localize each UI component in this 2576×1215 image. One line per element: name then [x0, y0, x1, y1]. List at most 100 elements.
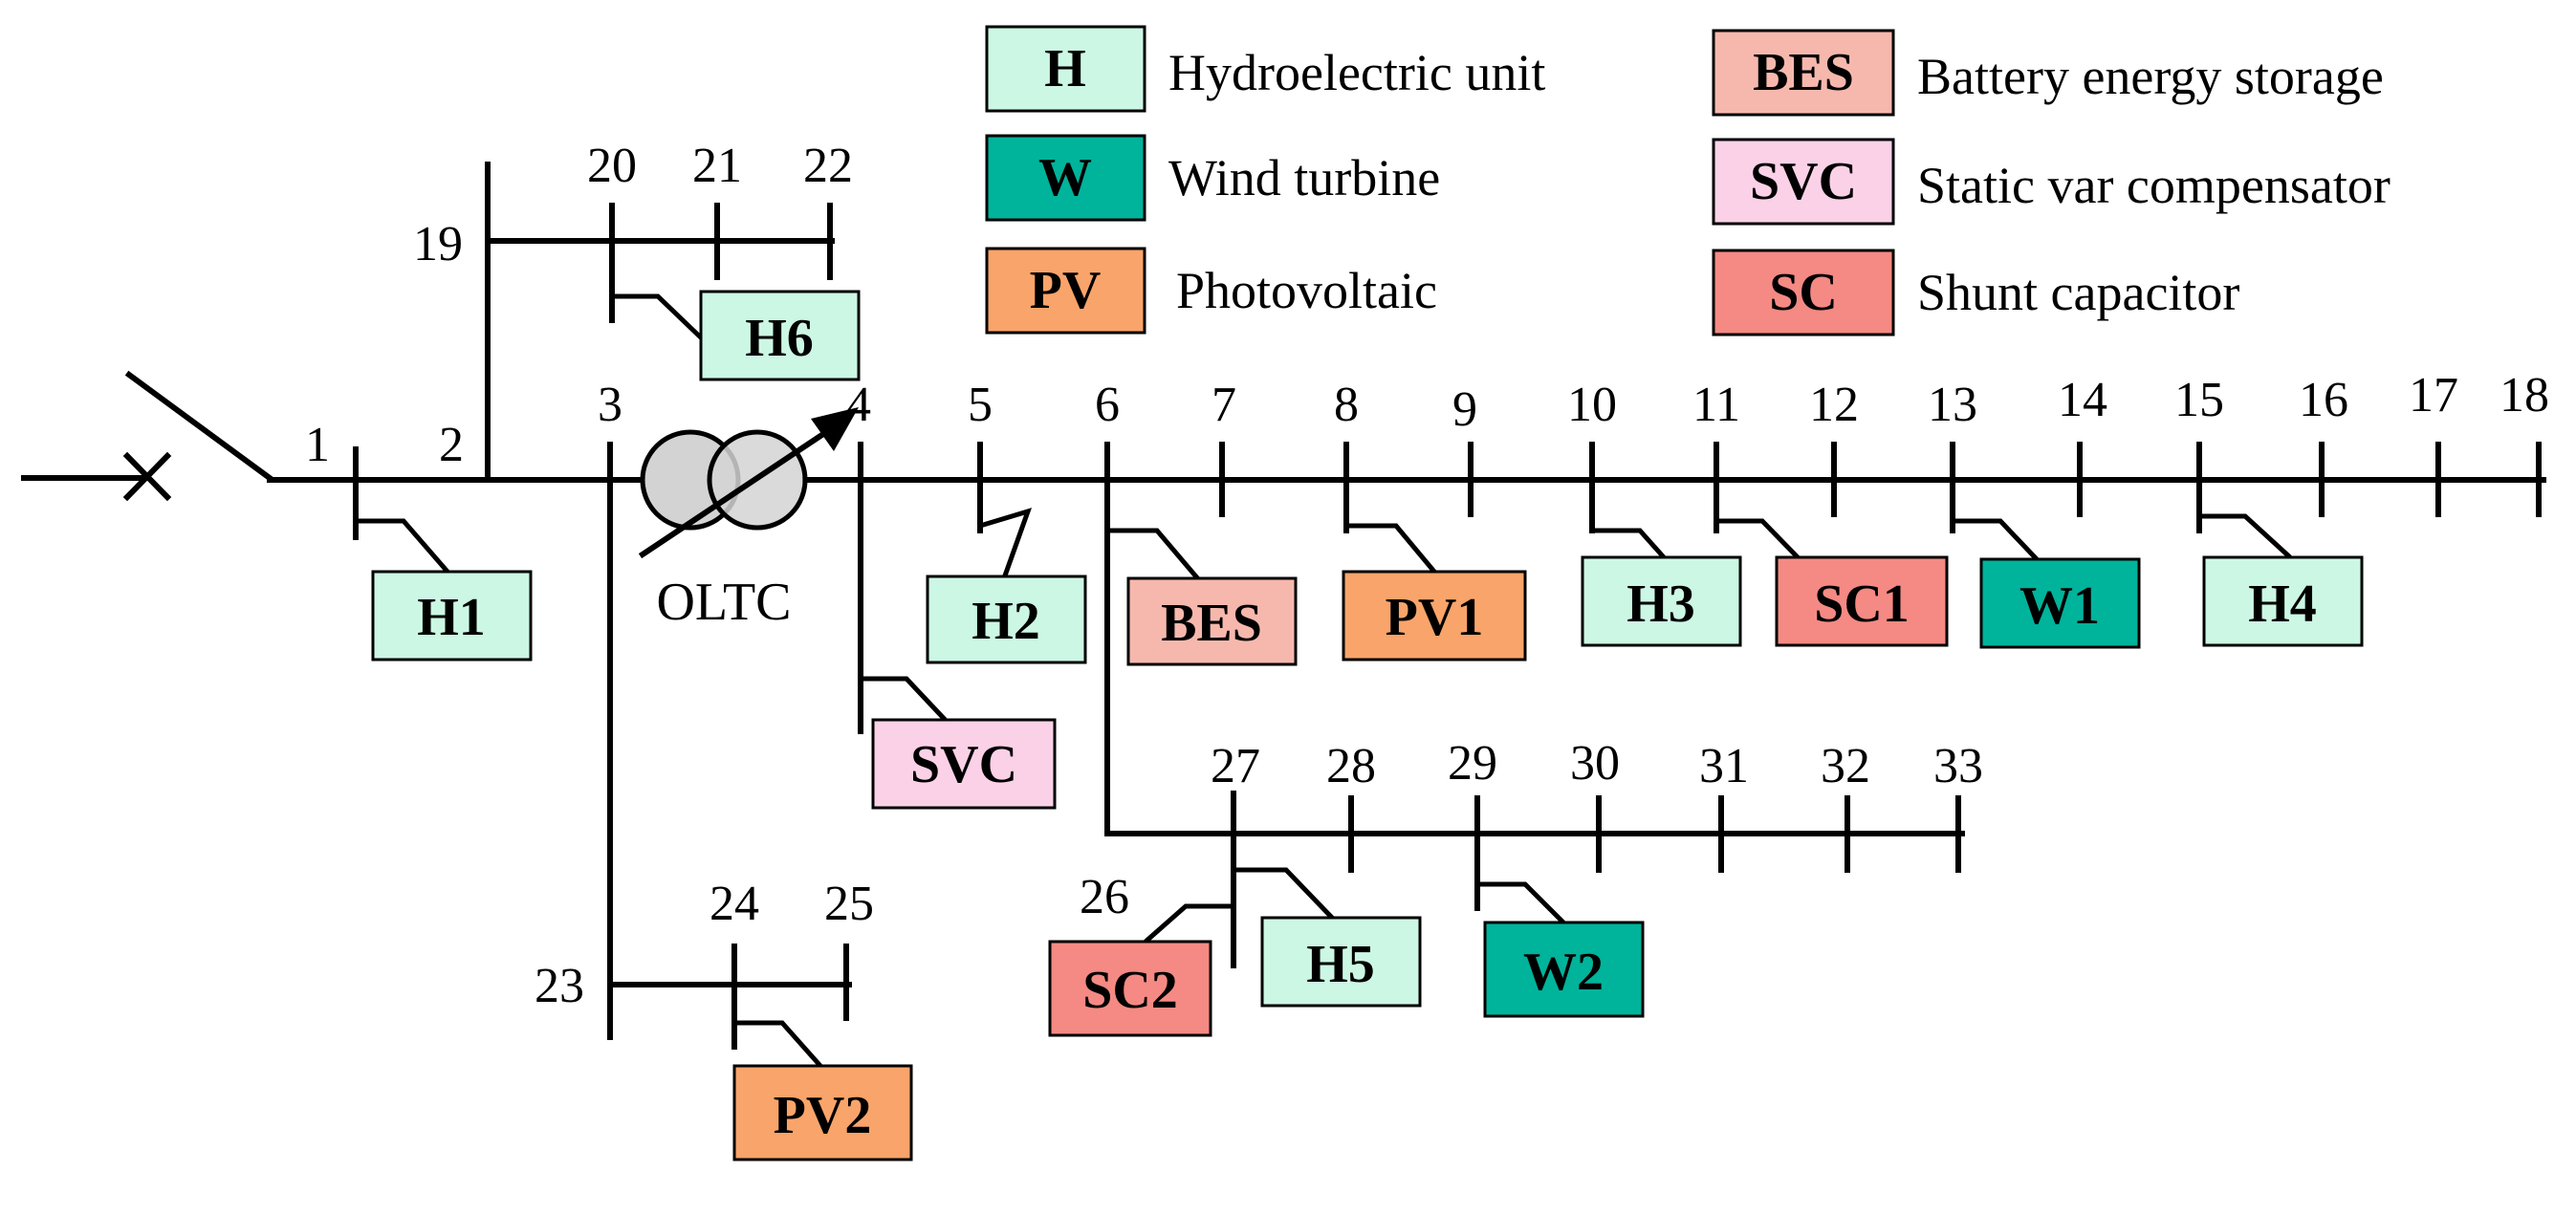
oltc-label: OLTC [656, 573, 791, 632]
bus-label-4: 4 [846, 378, 871, 432]
device-sc2-label: SC2 [1082, 961, 1178, 1020]
legend-swatch-svc [1712, 138, 1895, 226]
connector-pv2 [734, 1020, 822, 1068]
device-pv1-box [1342, 570, 1527, 662]
device-h3: H3 [1581, 555, 1742, 647]
bus-label-7: 7 [1212, 378, 1236, 432]
connector-h4 [2199, 513, 2292, 559]
bus-label-32: 32 [1821, 739, 1870, 793]
device-w2: W2 [1483, 921, 1645, 1018]
bus-label-6: 6 [1095, 378, 1120, 432]
bus-label-13: 13 [1928, 378, 1977, 432]
bus-label-10: 10 [1567, 378, 1617, 432]
legend-label-pv: Photovoltaic [1176, 262, 1437, 319]
device-h3-box [1581, 555, 1742, 647]
legend-label-bes: Battery energy storage [1917, 48, 2384, 105]
legend-label-svc: Static var compensator [1917, 157, 2390, 214]
legend-item-pv: PV Photovoltaic [985, 247, 1437, 335]
device-svc-box [871, 718, 1057, 810]
bus-label-17: 17 [2409, 368, 2458, 423]
device-sc1: SC1 [1775, 555, 1949, 647]
connector-svc [861, 676, 953, 728]
device-h2-box [926, 575, 1087, 664]
bus-label-33: 33 [1933, 739, 1983, 793]
device-h6-label: H6 [745, 309, 814, 368]
legend-item-svc: SVC Static var compensator [1712, 138, 2390, 226]
bus-label-26: 26 [1080, 870, 1129, 924]
connector-h2 [979, 508, 1033, 579]
device-w2-label: W2 [1523, 943, 1604, 1002]
legend-swatch-wind [985, 134, 1146, 222]
connector-sc1 [1716, 518, 1800, 559]
connector-bes [1107, 528, 1202, 583]
connector-h6 [612, 293, 708, 344]
device-h4: H4 [2202, 555, 2364, 647]
device-pv2: PV2 [732, 1064, 913, 1161]
device-boxes: H1 H2 BES PV1 H3 SC1 W1 H4 [371, 290, 2364, 1161]
bus-label-18: 18 [2500, 368, 2549, 423]
device-h6: H6 [699, 290, 861, 381]
lateral-26-33 [1104, 791, 1965, 968]
device-connectors [356, 293, 2292, 1068]
legend-item-bes: BES Battery energy storage [1712, 29, 2384, 117]
bus-label-3: 3 [598, 378, 622, 432]
device-w1-box [1979, 557, 2141, 649]
legend-code-sc: SC [1769, 263, 1838, 322]
device-sc1-box [1775, 555, 1949, 647]
breaker-switch-blade [124, 370, 274, 483]
bus-label-30: 30 [1570, 736, 1620, 791]
legend-code-bes: BES [1753, 43, 1854, 102]
device-h4-box [2202, 555, 2364, 647]
bus-label-24: 24 [709, 877, 759, 931]
oltc-transformer: OLTC [638, 407, 859, 632]
connector-w1 [1953, 518, 2039, 561]
device-w1: W1 [1979, 557, 2141, 649]
device-sc1-label: SC1 [1814, 575, 1910, 634]
source-breaker [21, 370, 274, 502]
legend-swatch-hydro [985, 25, 1146, 113]
lateral-19-22 [485, 203, 835, 323]
connector-h5 [1233, 867, 1336, 922]
device-bes: BES [1126, 576, 1298, 666]
connector-h1 [356, 518, 449, 574]
device-h5: H5 [1260, 916, 1422, 1008]
bus-label-22: 22 [803, 139, 853, 193]
bus-label-11: 11 [1692, 378, 1740, 432]
bus-label-16: 16 [2299, 373, 2348, 427]
device-h5-label: H5 [1306, 935, 1375, 994]
legend-item-sc: SC Shunt capacitor [1712, 249, 2239, 336]
legend-code-hydro: H [1044, 39, 1086, 98]
bus-label-28: 28 [1326, 739, 1376, 793]
device-pv1: PV1 [1342, 570, 1527, 662]
legend-code-pv: PV [1030, 261, 1102, 320]
legend-item-hydro: H Hydroelectric unit [985, 25, 1545, 113]
legend: H Hydroelectric unit W Wind turbine PV P… [985, 25, 2390, 336]
bus-label-23: 23 [535, 959, 584, 1013]
bus-label-5: 5 [968, 378, 993, 432]
bus-label-15: 15 [2174, 373, 2224, 427]
bus-label-31: 31 [1699, 739, 1749, 793]
connector-w2 [1477, 881, 1565, 924]
device-w1-label: W1 [2019, 576, 2100, 636]
bus-label-29: 29 [1448, 736, 1497, 791]
device-h1-box [371, 570, 533, 662]
device-h4-label: H4 [2248, 575, 2317, 634]
legend-code-wind: W [1038, 148, 1092, 207]
connector-pv1 [1346, 523, 1436, 574]
bus-label-20: 20 [587, 139, 637, 193]
bus-label-21: 21 [692, 139, 742, 193]
bus-label-27: 27 [1211, 739, 1260, 793]
legend-label-sc: Shunt capacitor [1917, 264, 2239, 321]
device-pv1-label: PV1 [1386, 588, 1484, 647]
legend-item-wind: W Wind turbine [985, 134, 1440, 222]
legend-label-hydro: Hydroelectric unit [1168, 44, 1545, 101]
bus-label-14: 14 [2058, 373, 2107, 427]
connector-sc2 [1144, 903, 1233, 944]
device-svc-label: SVC [910, 735, 1017, 794]
device-w2-box [1483, 921, 1645, 1018]
bus-label-12: 12 [1809, 378, 1859, 432]
device-bes-label: BES [1161, 594, 1262, 653]
bus-label-25: 25 [824, 877, 874, 931]
bus-label-1: 1 [305, 418, 330, 472]
